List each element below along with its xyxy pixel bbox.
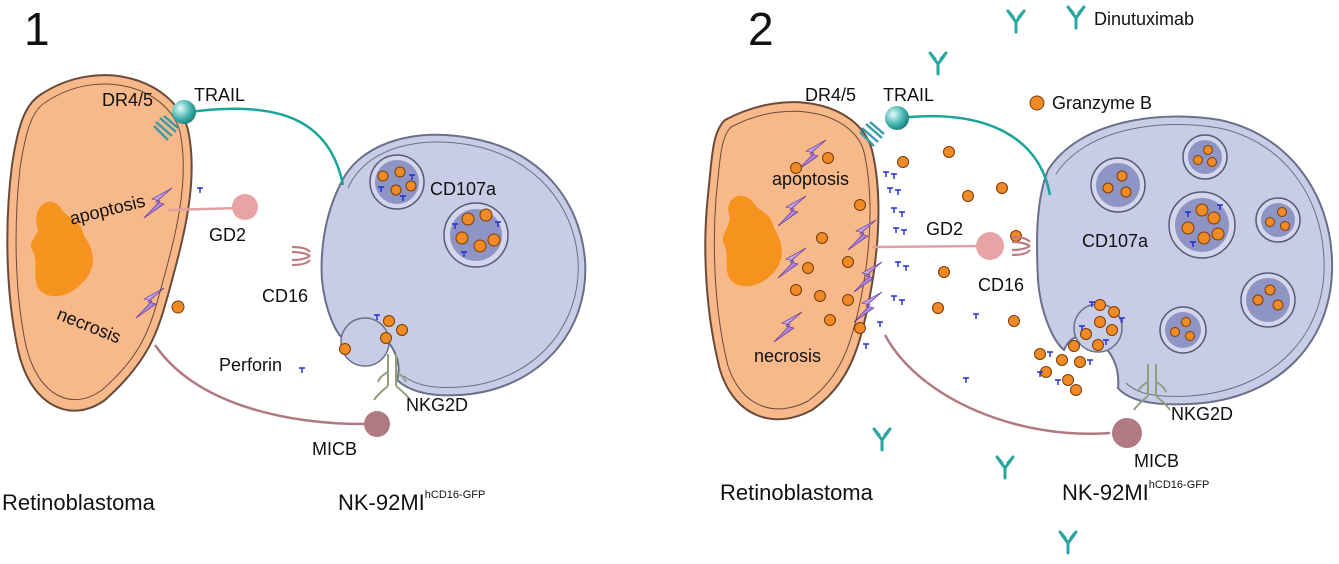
nucleus xyxy=(722,195,782,287)
cytotoxic-granule xyxy=(1090,157,1146,213)
panel-number-2: 2 xyxy=(748,3,774,55)
gd2-label: GD2 xyxy=(926,219,964,239)
gd2-ligand xyxy=(232,194,258,220)
cytotoxic-granule xyxy=(1168,191,1236,259)
cd107a-label: CD107a xyxy=(430,179,497,199)
necrosis-label: necrosis xyxy=(754,346,822,366)
dr45-label: DR4/5 xyxy=(805,85,857,105)
granzyme-legend-dot xyxy=(1029,95,1045,111)
perforin-label: Perforin xyxy=(219,355,283,375)
panel-number-1: 1 xyxy=(24,3,50,55)
dinutuximab-antibody-icon xyxy=(1058,530,1078,555)
nucleus xyxy=(30,201,93,297)
tumor-cell-label: Retinoblastoma xyxy=(2,490,155,515)
trail-ligand xyxy=(885,106,909,130)
micb-label: MICB xyxy=(1134,451,1179,471)
apoptosis-label: apoptosis xyxy=(772,169,850,189)
cytotoxic-granule xyxy=(1255,197,1301,243)
trail-label: TRAIL xyxy=(194,85,246,105)
panel-1 xyxy=(6,74,587,437)
tumor-cell-label: Retinoblastoma xyxy=(720,480,873,505)
micb-label: MICB xyxy=(312,439,357,459)
cytotoxic-granule xyxy=(443,202,509,268)
dinutuximab-antibody-icon xyxy=(1066,5,1086,30)
dinutuximab-antibody-icon xyxy=(1006,9,1026,34)
cytotoxic-granule xyxy=(369,154,425,210)
micb-ligand xyxy=(364,411,390,437)
dinutuximab-antibody-icon xyxy=(872,427,892,452)
nk-cell-label: NK-92MIhCD16-GFP xyxy=(1062,479,1210,505)
dinutuximab-antibody-icon xyxy=(928,51,948,76)
trail-label: TRAIL xyxy=(883,85,935,105)
trail-ligand xyxy=(172,100,196,124)
nkg2d-label: NKG2D xyxy=(406,395,469,415)
cd16-label: CD16 xyxy=(262,286,309,306)
cd16-label: CD16 xyxy=(978,275,1025,295)
nk-cell-label: NK-92MIhCD16-GFP xyxy=(338,489,486,515)
dinutuximab-label: Dinutuximab xyxy=(1094,9,1195,29)
micb-ligand xyxy=(1112,418,1142,448)
cd107a-label: CD107a xyxy=(1082,231,1149,251)
nkg2d-label: NKG2D xyxy=(1171,404,1234,424)
cd16-receptor xyxy=(290,245,312,267)
cytotoxic-granule xyxy=(1240,272,1296,328)
gd2-ligand xyxy=(976,232,1004,260)
panel-2 xyxy=(704,5,1334,555)
cytotoxic-granule xyxy=(1159,306,1207,354)
dr45-label: DR4/5 xyxy=(102,90,154,110)
granzyme-label: Granzyme B xyxy=(1052,93,1153,113)
gd2-label: GD2 xyxy=(209,225,247,245)
dinutuximab-antibody-icon xyxy=(995,455,1015,480)
cytotoxic-granule xyxy=(1182,134,1228,180)
